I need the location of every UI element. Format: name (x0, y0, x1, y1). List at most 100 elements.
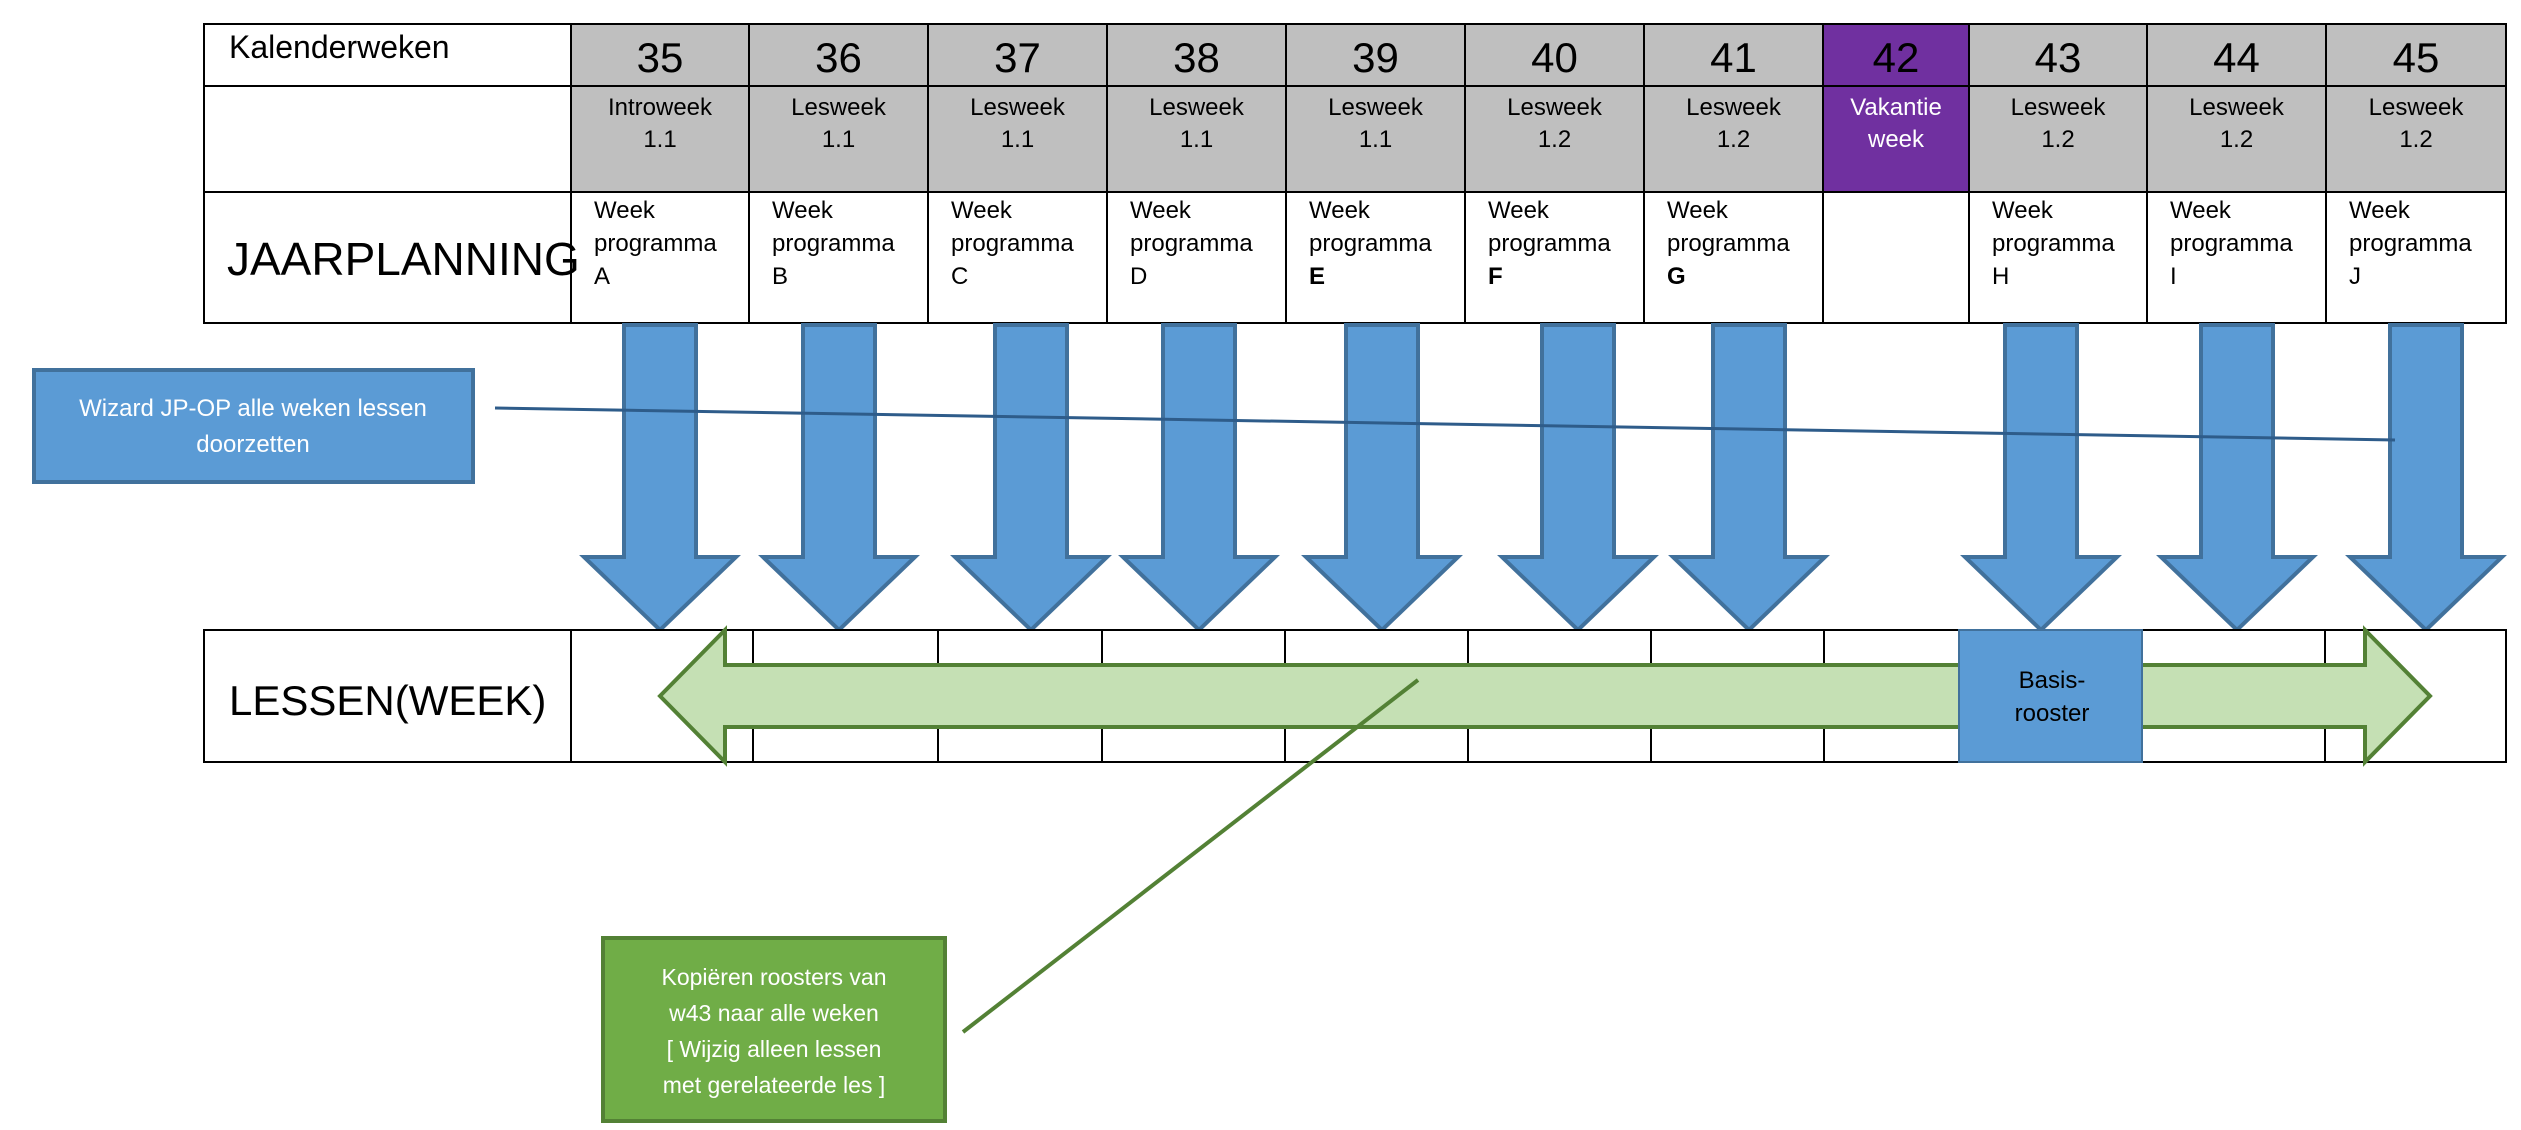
week-type-period: 1.2 (2220, 126, 2253, 153)
week-program-line: Week (1488, 197, 1550, 224)
week-type-period: 1.1 (1001, 126, 1034, 153)
week-program-line: programma (772, 230, 895, 257)
week-program-line: programma (2170, 230, 2293, 257)
week-type-period: 1.2 (2399, 126, 2432, 153)
wizard-callout-line: doorzetten (196, 431, 309, 458)
week-number: 45 (2393, 34, 2440, 81)
week-program-line: Week (951, 197, 1013, 224)
wizard-connector-line (494, 406, 2396, 442)
jaarplanning-label: JAARPLANNING (227, 233, 580, 285)
down-arrow (1301, 323, 1463, 633)
week-program-line: Week (2349, 197, 2411, 224)
week-type-period: week (1867, 126, 1925, 153)
week-program-letter: B (772, 263, 788, 290)
week-program-line: programma (1309, 230, 1432, 257)
week-header-cell (1969, 24, 2147, 192)
week-program-line: Week (2170, 197, 2232, 224)
down-arrow (950, 323, 1112, 633)
down-arrow (1497, 323, 1659, 633)
week-program-line: Week (1667, 197, 1729, 224)
week-header-cell (1644, 24, 1823, 192)
week-type-period: 1.1 (822, 126, 855, 153)
week-type: Lesweek (791, 94, 887, 121)
week-type-period: 1.2 (2041, 126, 2074, 153)
week-header-cell (1465, 24, 1644, 192)
week-type: Vakantie (1850, 94, 1942, 121)
down-arrow (1118, 323, 1280, 633)
down-arrow (2156, 323, 2318, 633)
down-arrow (2345, 323, 2507, 633)
week-program-line: programma (951, 230, 1074, 257)
week-program-line: programma (1130, 230, 1253, 257)
week-type: Lesweek (970, 94, 1066, 121)
week-type-period: 1.1 (1359, 126, 1392, 153)
week-header-cell (1107, 24, 1286, 192)
week-number: 40 (1531, 34, 1578, 81)
week-header-cell (1823, 24, 1969, 192)
week-header-cell (928, 24, 1107, 192)
week-type: Lesweek (1149, 94, 1245, 121)
week-header-cell (2326, 24, 2506, 192)
week-type: Lesweek (2011, 94, 2107, 121)
week-program-line: Week (772, 197, 834, 224)
basis-rooster-line: Basis- (2019, 667, 2086, 694)
week-type-period: 1.2 (1717, 126, 1750, 153)
week-number: 41 (1710, 34, 1757, 81)
week-program-line: programma (594, 230, 717, 257)
copy-callout-line: Kopiëren roosters van (661, 964, 886, 990)
week-program-letter: D (1130, 263, 1147, 290)
week-type: Lesweek (1328, 94, 1424, 121)
week-type: Lesweek (1686, 94, 1782, 121)
basis-rooster-rect (1958, 629, 2143, 763)
week-header-cell (749, 24, 928, 192)
copy-callout-line: [ Wijzig alleen lessen (667, 1036, 882, 1062)
wizard-callout-line: Wizard JP-OP alle weken lessen (79, 395, 427, 422)
week-program-letter: G (1667, 263, 1686, 290)
down-arrow (1668, 323, 1830, 633)
week-program-letter: J (2349, 263, 2361, 290)
week-program-line: programma (2349, 230, 2472, 257)
copy-callout-line: met gerelateerde les ] (663, 1072, 885, 1098)
week-number: 38 (1173, 34, 1220, 81)
week-program-letter: H (1992, 263, 2009, 290)
week-program-letter: F (1488, 263, 1503, 290)
week-number: 36 (815, 34, 862, 81)
week-header-cell (571, 24, 749, 192)
week-arrows (579, 323, 2507, 633)
week-type: Lesweek (2369, 94, 2465, 121)
week-program-letter: C (951, 263, 968, 290)
down-arrow (758, 323, 920, 633)
wizard-callout-box (32, 368, 475, 484)
week-type: Lesweek (1507, 94, 1603, 121)
week-type: Lesweek (2189, 94, 2285, 121)
week-header-cell (2147, 24, 2326, 192)
week-program-line: Week (1130, 197, 1192, 224)
down-arrow (1960, 323, 2122, 633)
lessen-label: LESSEN(WEEK) (229, 677, 546, 724)
week-program-letter: A (594, 263, 610, 290)
week-program-line: Week (594, 197, 656, 224)
basis-rooster-line: rooster (2015, 700, 2090, 727)
week-program-letter: I (2170, 263, 2177, 290)
week-number: 44 (2213, 34, 2260, 81)
week-number: 39 (1352, 34, 1399, 81)
week-program-line: programma (1992, 230, 2115, 257)
basis-rooster-box: Basis-rooster (1958, 629, 2143, 763)
week-number: 43 (2035, 34, 2082, 81)
week-number: 35 (637, 34, 684, 81)
week-program-line: programma (1667, 230, 1790, 257)
week-type-period: 1.1 (643, 126, 676, 153)
wizard-callout: Wizard JP-OP alle weken lessen doorzetten (32, 368, 475, 484)
down-arrow (579, 323, 741, 633)
week-type-period: 1.2 (1538, 126, 1571, 153)
right-green-arrow (2125, 625, 2433, 767)
kalenderweken-label: Kalenderweken (229, 29, 450, 65)
week-program-letter: E (1309, 263, 1325, 290)
week-number: 42 (1873, 34, 1920, 81)
copy-callout-box (601, 936, 947, 1123)
week-number: 37 (994, 34, 1041, 81)
week-program-line: programma (1488, 230, 1611, 257)
week-type: Introweek (608, 94, 713, 121)
